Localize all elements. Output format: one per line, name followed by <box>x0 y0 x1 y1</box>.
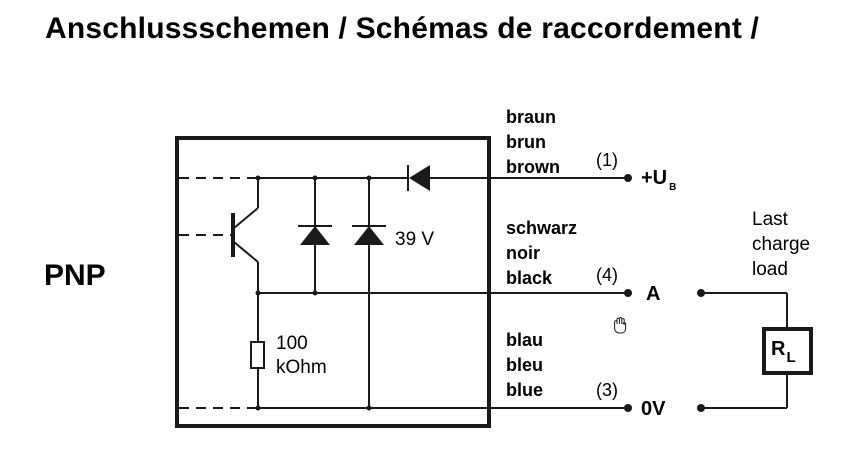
load-label-de: Last <box>752 209 789 230</box>
junction-dots <box>255 175 372 411</box>
wire-color-de: schwarz <box>506 218 577 238</box>
pin-number-output: (4) <box>596 265 618 285</box>
resistor-unit: kOhm <box>276 357 327 378</box>
load-resistor <box>762 327 813 375</box>
zener-diode-2 <box>352 178 386 408</box>
circuit-type-label: PNP <box>44 259 106 292</box>
wire-color-en: blue <box>506 380 543 400</box>
wire-color-en: black <box>506 268 553 288</box>
load-label-fr: charge <box>752 234 810 255</box>
load-labels: Last charge load <box>752 209 810 280</box>
terminal-ground: 0V <box>641 398 666 420</box>
output-wire-labels: schwarz noir black <box>506 218 577 288</box>
terminal-output: A <box>646 283 660 305</box>
pin-number-ground: (3) <box>596 380 618 400</box>
supply-wire-labels: braun brun brown <box>506 107 560 177</box>
wire-color-en: brown <box>506 157 560 177</box>
load-wiring <box>701 292 788 409</box>
wire-color-de: braun <box>506 107 556 127</box>
terminal-dots <box>624 174 705 412</box>
pin-number-supply: (1) <box>596 150 618 170</box>
wire-color-fr: bleu <box>506 355 543 375</box>
wire-color-fr: noir <box>506 243 540 263</box>
zener-voltage-label: 39 V <box>395 229 434 250</box>
zener-diode-1 <box>298 178 332 293</box>
wire-color-fr: brun <box>506 132 546 152</box>
resistor <box>250 293 265 408</box>
sensor-housing <box>175 136 491 428</box>
polarity-diode <box>407 165 430 191</box>
resistor-value: 100 <box>276 333 308 354</box>
pnp-transistor <box>179 178 259 293</box>
page-title: Anschlussschemen / Schémas de raccordeme… <box>45 12 760 45</box>
hand-cursor-icon <box>614 317 627 334</box>
ground-wire-labels: blau bleu blue <box>506 330 543 400</box>
load-symbol: RL <box>771 338 796 366</box>
load-label-en: load <box>752 259 788 280</box>
wire-color-de: blau <box>506 330 543 350</box>
